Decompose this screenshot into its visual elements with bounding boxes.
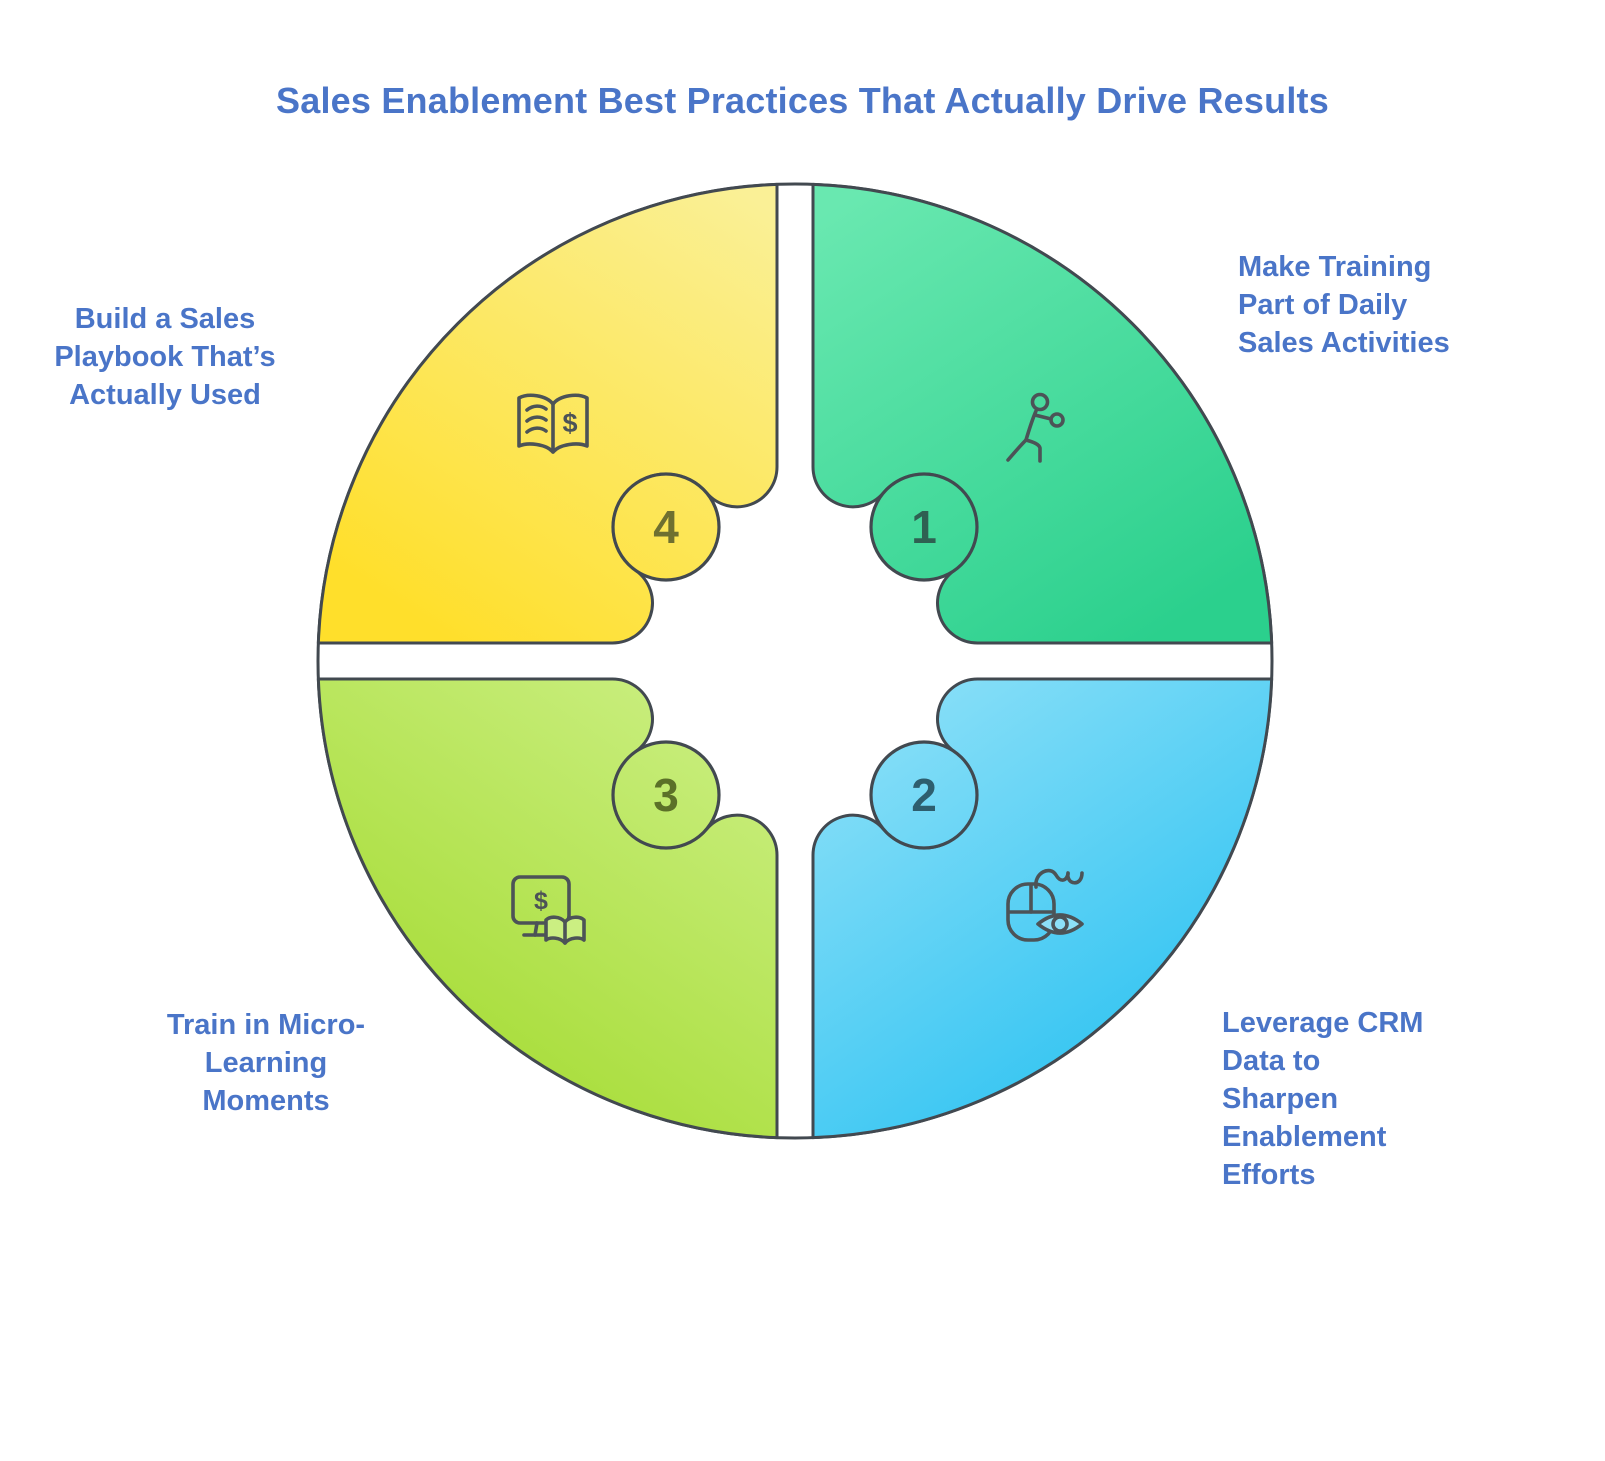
badge-2-number: 2 [911,769,937,821]
badge-2 [869,740,979,850]
badge-1-number: 1 [911,501,937,553]
page-title: Sales Enablement Best Practices That Act… [276,80,1329,121]
badge-3 [611,740,721,850]
dollar-glyph: $ [562,408,577,438]
label-crm-data: Leverage CRM Data to Sharpen Enablement … [1222,1007,1424,1191]
label-make-training: Make Training Part of Daily Sales Activi… [1238,251,1450,359]
mouse-eye-icon [1006,868,1084,942]
label-build-playbook: Build a Sales Playbook That’s Actually U… [54,303,276,411]
quadrant-shapes [316,182,1274,1140]
badge-4-number: 4 [653,501,679,553]
badge-3-number: 3 [653,769,679,821]
boxing-person-icon [1006,392,1065,463]
number-badges: 4 1 3 2 [611,472,979,850]
open-book-dollar-icon: $ [517,393,589,454]
screen-dollar-book-icon: $ [511,875,586,945]
badge-1 [869,472,979,582]
label-micro-learning: Train in Micro- Learning Moments [166,1009,366,1117]
badge-4 [611,472,721,582]
dollar-glyph: $ [534,887,548,915]
